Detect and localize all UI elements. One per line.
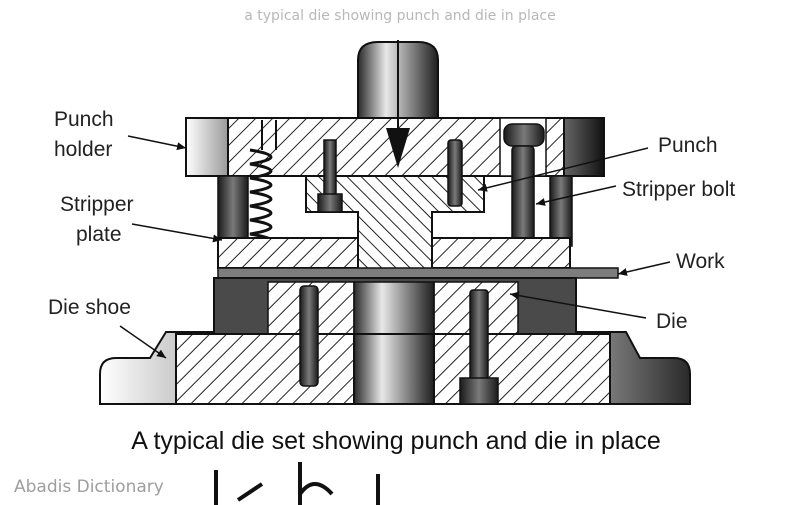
label-stripper-plate-line1: Stripper: [60, 193, 134, 216]
leader-lines: [119, 135, 671, 359]
die-screw: [459, 289, 499, 405]
label-punch-holder-line1: Punch: [54, 108, 114, 131]
label-stripper-plate-line2: plate: [76, 223, 122, 246]
die-plate: [213, 277, 577, 335]
label-punch: Punch: [658, 134, 718, 157]
die-shoe: [99, 331, 691, 405]
label-stripper-bolt: Stripper bolt: [622, 178, 735, 201]
diagram-caption: A typical die set showing punch and die …: [131, 427, 661, 455]
label-die: Die: [656, 310, 688, 333]
spring: [249, 120, 277, 248]
stripper-bolt: [503, 123, 545, 257]
stripper-plate: [217, 237, 571, 269]
punch-screw: [317, 139, 343, 213]
dowel-pin: [447, 139, 463, 207]
work-strip: [217, 267, 619, 279]
label-work: Work: [676, 250, 725, 273]
watermark: Abadis Dictionary: [14, 477, 164, 497]
cropped-text-fragment: [214, 462, 380, 505]
force-arrow: [386, 40, 410, 168]
guide-post-right: [549, 175, 573, 247]
die-dowel: [299, 285, 319, 387]
label-punch-holder-line2: holder: [54, 138, 112, 161]
guide-post-left: [217, 175, 249, 247]
label-die-shoe: Die shoe: [48, 296, 131, 319]
image-caption: a typical die showing punch and die in p…: [244, 8, 556, 24]
